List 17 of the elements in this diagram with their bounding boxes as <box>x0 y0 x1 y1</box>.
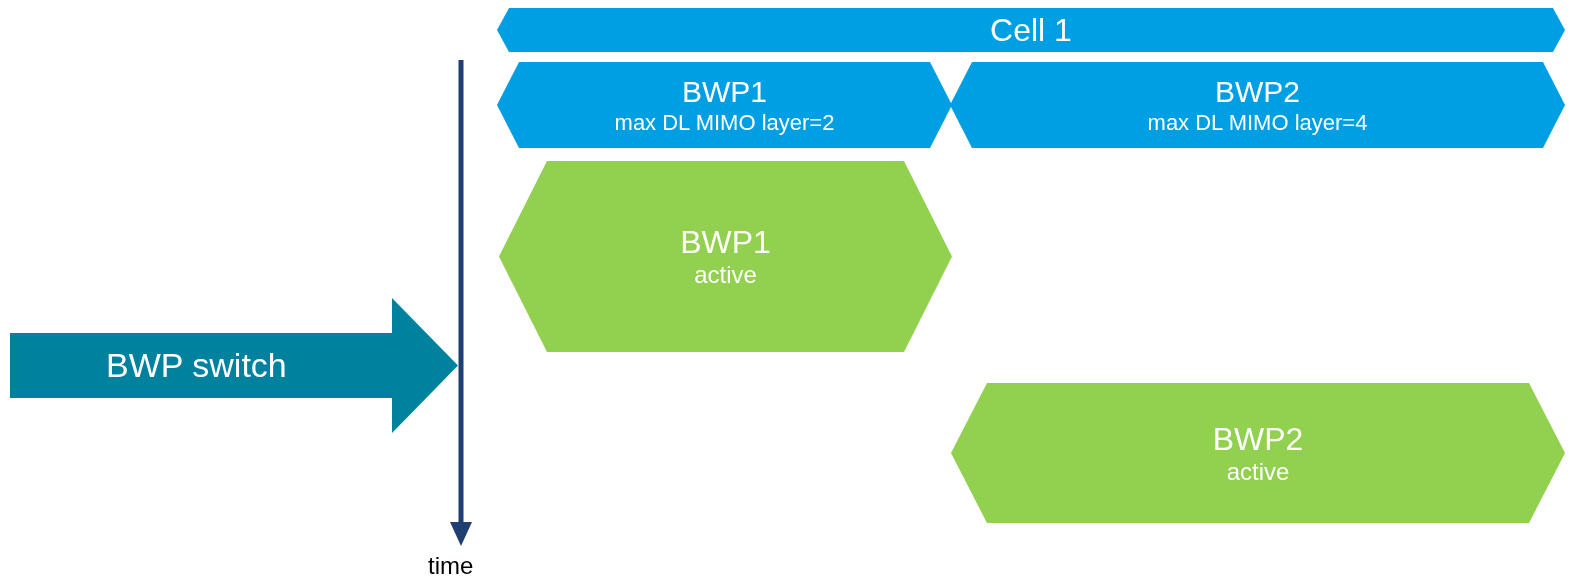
node-subtitle: active <box>694 261 757 289</box>
node-title: BWP switch <box>106 345 287 386</box>
node-subtitle: max DL MIMO layer=2 <box>614 109 835 135</box>
bandwidth-part-header <box>497 62 952 148</box>
node-title: Cell 1 <box>990 11 1072 49</box>
switch-arrow <box>10 298 458 433</box>
node-subtitle: max DL MIMO layer=4 <box>1147 109 1368 135</box>
axis-label: time <box>428 552 474 580</box>
active-hexagon <box>951 383 1565 523</box>
bandwidth-part-header <box>950 62 1565 148</box>
node-title: BWP1 <box>682 75 767 110</box>
node-title: BWP2 <box>1212 420 1304 458</box>
node-title: BWP2 <box>1215 75 1300 110</box>
active-hexagon <box>499 161 952 352</box>
node-subtitle: active <box>1226 457 1290 486</box>
cell-band <box>497 8 1565 52</box>
node-title: BWP1 <box>680 224 771 262</box>
